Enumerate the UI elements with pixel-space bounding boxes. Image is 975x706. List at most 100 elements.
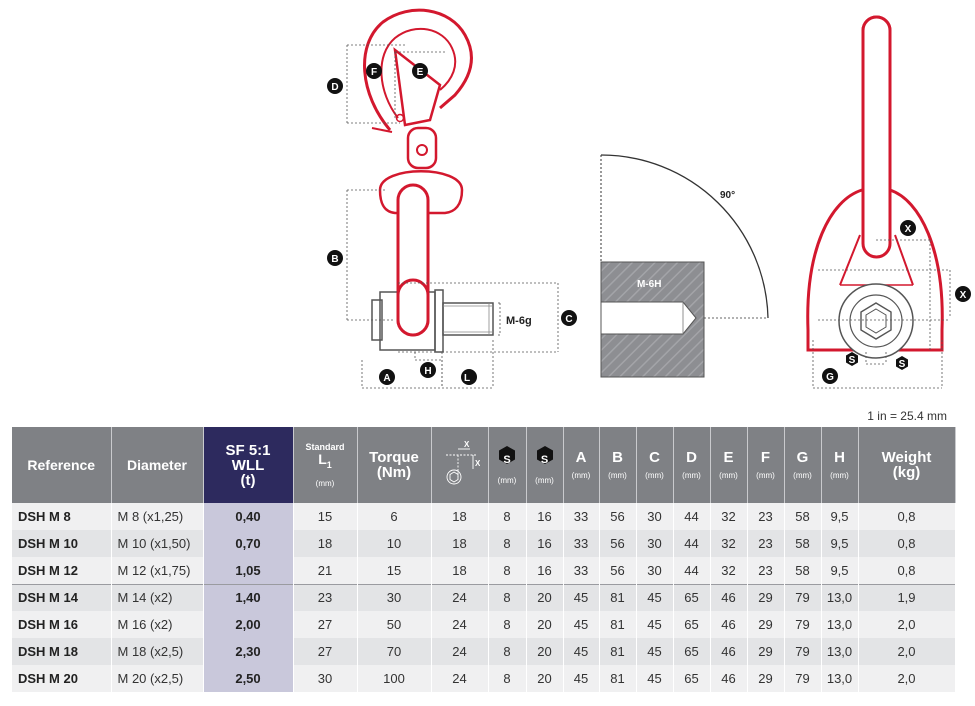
- cell-s1: 8: [488, 583, 527, 611]
- cell-s2: 16: [526, 557, 564, 584]
- label-d: D: [327, 78, 343, 94]
- cell-e: 32: [710, 530, 748, 557]
- s2-hex-icon: [536, 446, 553, 464]
- label-c: C: [561, 310, 577, 326]
- label-s2: S: [896, 356, 908, 370]
- cell-c: 45: [636, 583, 674, 611]
- cell-torque: 70: [357, 638, 432, 665]
- cell-diameter: M 8 (x1,25): [111, 503, 204, 530]
- specifications-table: Reference Diameter SF 5:1 WLL (t) Standa…: [12, 427, 956, 692]
- cell-c: 30: [636, 503, 674, 530]
- cell-torque: 15: [357, 557, 432, 584]
- cell-l1: 15: [293, 503, 358, 530]
- cell-c: 30: [636, 530, 674, 557]
- col-torque: Torque (Nm): [357, 427, 432, 503]
- hole-section-drawing: 90° M-6H: [600, 154, 769, 378]
- cell-s2: 20: [526, 583, 564, 611]
- cell-e: 46: [710, 665, 748, 692]
- cell-wll: 2,30: [203, 638, 294, 665]
- cell-x: 24: [431, 665, 489, 692]
- table-row: DSH M 20 M 20 (x2,5) 2,50 30 100 24 8 20…: [12, 665, 956, 692]
- cell-weight: 1,9: [858, 583, 956, 611]
- col-f: F(mm): [747, 427, 785, 503]
- col-e: E(mm): [710, 427, 748, 503]
- table-row: DSH M 16 M 16 (x2) 2,00 27 50 24 8 20 45…: [12, 611, 956, 638]
- cell-e: 46: [710, 583, 748, 611]
- svg-text:D: D: [331, 82, 338, 93]
- col-g: G (mm): [784, 427, 822, 503]
- svg-text:A: A: [383, 373, 390, 384]
- cell-e: 32: [710, 503, 748, 530]
- label-a: A: [379, 369, 395, 385]
- g-label: G: [796, 449, 809, 466]
- cell-g: 58: [784, 530, 822, 557]
- cell-a: 45: [563, 583, 600, 611]
- cell-b: 56: [599, 503, 637, 530]
- cell-g: 58: [784, 503, 822, 530]
- cell-wll: 0,70: [203, 530, 294, 557]
- cell-l1: 23: [293, 583, 358, 611]
- cell-f: 23: [747, 557, 785, 584]
- cell-s1: 8: [488, 503, 527, 530]
- cell-b: 56: [599, 530, 637, 557]
- h-unit: (mm): [830, 471, 849, 480]
- table-row: DSH M 10 M 10 (x1,50) 0,70 18 10 18 8 16…: [12, 530, 956, 557]
- cell-s2: 20: [526, 638, 564, 665]
- cell-a: 45: [563, 638, 600, 665]
- cell-b: 81: [599, 665, 637, 692]
- f-unit: (mm): [756, 471, 775, 480]
- cell-torque: 100: [357, 665, 432, 692]
- cell-f: 29: [747, 638, 785, 665]
- table-row: DSH M 8 M 8 (x1,25) 0,40 15 6 18 8 16 33…: [12, 503, 956, 530]
- cell-x: 24: [431, 611, 489, 638]
- cell-s1: 8: [488, 557, 527, 584]
- cell-f: 23: [747, 530, 785, 557]
- cell-wll: 1,40: [203, 583, 294, 611]
- cell-g: 79: [784, 583, 822, 611]
- torque-line2: (Nm): [376, 464, 412, 481]
- label-l1: L: [461, 369, 477, 385]
- col-d: D(mm): [673, 427, 711, 503]
- cell-s1: 8: [488, 665, 527, 692]
- label-g: G: [822, 368, 838, 384]
- cell-s1: 8: [488, 530, 527, 557]
- cell-a: 45: [563, 611, 600, 638]
- cell-weight: 0,8: [858, 557, 956, 584]
- cell-wll: 0,40: [203, 503, 294, 530]
- cell-reference: DSH M 12: [12, 557, 112, 584]
- svg-text:B: B: [331, 254, 338, 265]
- cell-l1: 30: [293, 665, 358, 692]
- b-unit: (mm): [608, 471, 627, 480]
- cell-s2: 20: [526, 665, 564, 692]
- cell-f: 29: [747, 583, 785, 611]
- col-x: X X: [431, 427, 489, 503]
- cell-torque: 30: [357, 583, 432, 611]
- cell-f: 29: [747, 665, 785, 692]
- cell-e: 32: [710, 557, 748, 584]
- cell-b: 81: [599, 583, 637, 611]
- d-label: D: [686, 449, 697, 466]
- cell-weight: 0,8: [858, 530, 956, 557]
- col-weight: Weight (kg): [858, 427, 956, 503]
- g-unit: (mm): [793, 471, 812, 480]
- col-standard-l1: Standard L1 (mm): [293, 427, 358, 503]
- cell-e: 46: [710, 611, 748, 638]
- cell-diameter: M 20 (x2,5): [111, 665, 204, 692]
- cell-g: 79: [784, 665, 822, 692]
- cell-d: 65: [673, 611, 711, 638]
- a-unit: (mm): [571, 471, 591, 480]
- cell-x: 18: [431, 530, 489, 557]
- svg-text:C: C: [565, 314, 572, 325]
- cell-wll: 2,50: [203, 665, 294, 692]
- e-unit: (mm): [719, 471, 738, 480]
- front-view-drawing: X X G S S: [806, 15, 971, 389]
- svg-text:L: L: [464, 373, 470, 384]
- table-row: DSH M 12 M 12 (x1,75) 1,05 21 15 18 8 16…: [12, 557, 956, 584]
- cell-h: 9,5: [821, 530, 859, 557]
- cell-c: 45: [636, 611, 674, 638]
- cell-c: 30: [636, 557, 674, 584]
- svg-text:E: E: [417, 67, 424, 78]
- c-unit: (mm): [645, 471, 664, 480]
- wll-line1: SF 5:1: [225, 441, 271, 459]
- cell-diameter: M 16 (x2): [111, 611, 204, 638]
